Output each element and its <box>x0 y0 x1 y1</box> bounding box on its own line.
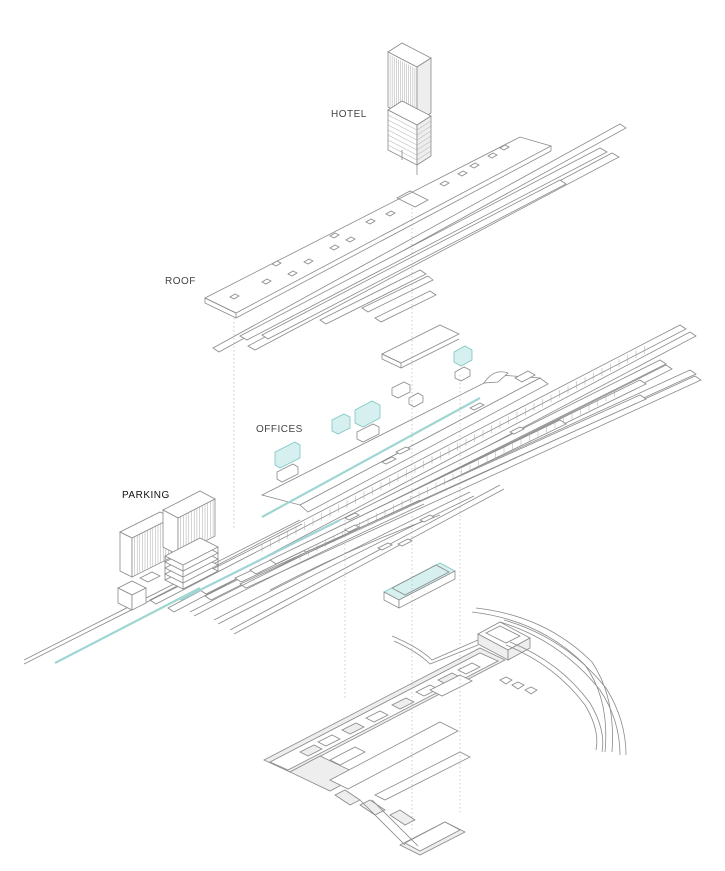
parking-label: PARKING <box>122 490 170 501</box>
roof-label: ROOF <box>165 276 196 287</box>
offices-layer <box>23 324 702 665</box>
offices-label: OFFICES <box>256 424 303 435</box>
hotel-label: HOTEL <box>331 109 367 120</box>
alignment-lines <box>233 208 461 830</box>
underground-layer <box>263 562 627 856</box>
roof-layer <box>204 123 627 353</box>
parking-layer <box>117 490 219 611</box>
hotel-tower <box>387 42 432 175</box>
